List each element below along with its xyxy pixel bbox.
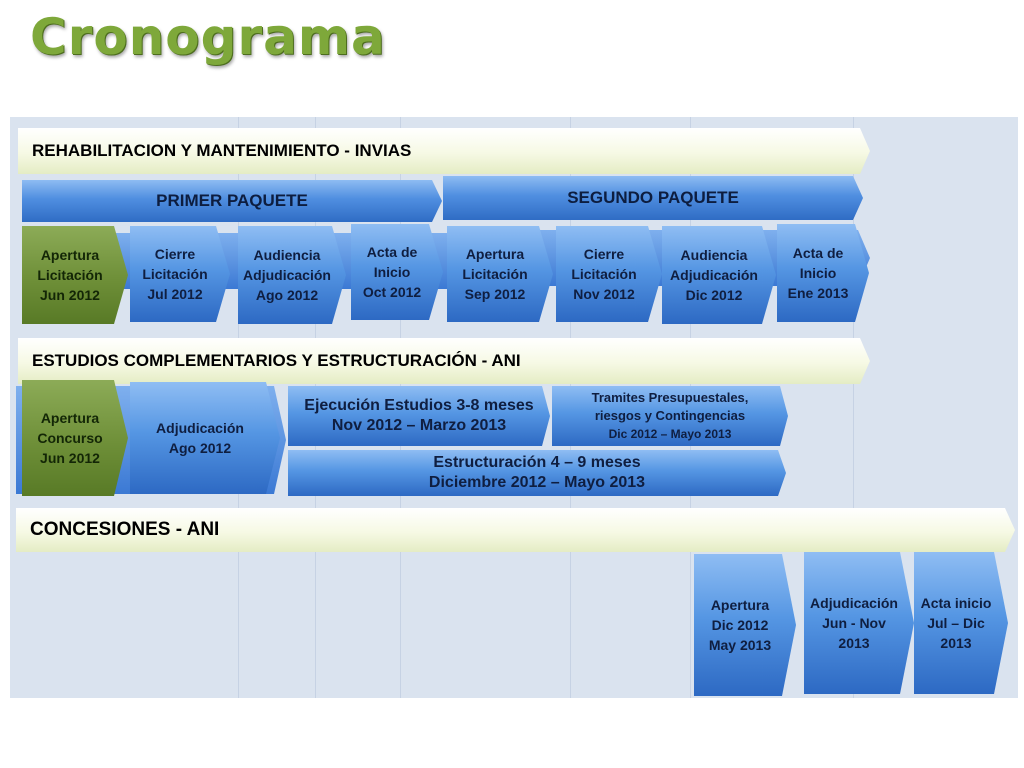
step-line: Jun 2012	[40, 450, 100, 466]
step-line: Jun - Nov	[822, 615, 886, 631]
step-line: Cierre	[154, 246, 196, 262]
step-line: Dic 2012	[685, 287, 743, 303]
package-second: SEGUNDO PAQUETE	[443, 176, 863, 220]
step-line: Ago 2012	[168, 440, 232, 456]
package-second-label: SEGUNDO PAQUETE	[567, 188, 739, 207]
step-line: Adjudicación	[156, 420, 244, 436]
section-banner-ani-studies: ESTUDIOS COMPLEMENTARIOS Y ESTRUCTURACIÓ…	[18, 338, 870, 384]
step-line: Licitación	[571, 266, 637, 282]
step-line: Acta inicio	[920, 595, 992, 611]
section-label-invias: REHABILITACION Y MANTENIMIENTO - INVIAS	[32, 141, 412, 160]
step-line: 2013	[940, 635, 972, 651]
step-line: Diciembre 2012 – Mayo 2013	[428, 474, 646, 491]
step-line: Sep 2012	[464, 286, 526, 302]
section-label-concesiones: CONCESIONES - ANI	[30, 519, 220, 540]
step-line: Cierre	[583, 246, 625, 262]
step-line: May 2013	[708, 637, 772, 653]
package-first: PRIMER PAQUETE	[22, 180, 442, 222]
step-line: Apertura	[40, 410, 100, 426]
step-line: Adjudicación	[670, 267, 758, 283]
step-line: Licitación	[142, 266, 208, 282]
step-line: Ene 2013	[787, 285, 849, 301]
step-line: Apertura	[465, 246, 525, 262]
step-line: Estructuración 4 – 9 meses	[433, 454, 641, 471]
step-line: Acta de	[366, 244, 418, 260]
step-line: Dic 2012 – Mayo 2013	[608, 427, 732, 441]
section-banner-concesiones: CONCESIONES - ANI	[16, 508, 1015, 552]
step-line: Apertura	[710, 597, 770, 613]
step-line: Nov 2012 – Marzo 2013	[331, 417, 507, 434]
step-line: Adjudicación	[810, 595, 898, 611]
step-line: Jul 2012	[147, 286, 203, 302]
step-line: Licitación	[37, 267, 103, 283]
step-line: Apertura	[40, 247, 100, 263]
step-line: Oct 2012	[362, 284, 422, 300]
step-line: Inicio	[373, 264, 411, 280]
step-line: 2013	[838, 635, 870, 651]
step-line: Audiencia	[680, 247, 748, 263]
step-line: riesgos y Contingencias	[594, 408, 746, 423]
page-title: Cronograma	[30, 8, 386, 66]
step-line: Adjudicación	[243, 267, 331, 283]
section-label-ani-studies: ESTUDIOS COMPLEMENTARIOS Y ESTRUCTURACIÓ…	[32, 351, 521, 370]
step-line: Licitación	[462, 266, 528, 282]
step-line: Ago 2012	[255, 287, 319, 303]
grid-line	[853, 117, 854, 698]
step-line: Dic 2012	[711, 617, 769, 633]
package-first-label: PRIMER PAQUETE	[156, 191, 308, 210]
step-line: Acta de	[792, 245, 844, 261]
step-line: Jul – Dic	[927, 615, 985, 631]
step-line: Tramites Presupuestales,	[591, 390, 749, 405]
step-line: Audiencia	[253, 247, 321, 263]
step-line: Inicio	[799, 265, 837, 281]
section-banner-invias: REHABILITACION Y MANTENIMIENTO - INVIAS	[18, 128, 870, 174]
step-line: Jun 2012	[40, 287, 100, 303]
step-line: Nov 2012	[573, 286, 635, 302]
step-ani-tramites: Tramites Presupuestales, riesgos y Contin…	[552, 386, 788, 446]
step-line: Concurso	[37, 430, 103, 446]
step-line: Ejecución Estudios 3-8 meses	[304, 397, 534, 414]
